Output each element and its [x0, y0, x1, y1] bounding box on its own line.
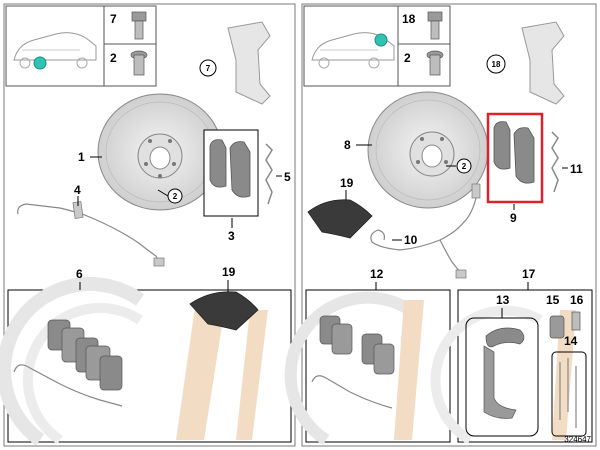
label-1[interactable]: 1: [78, 150, 85, 164]
label-3[interactable]: 3: [228, 229, 235, 243]
right-caliper-carrier[interactable]: [521, 21, 565, 105]
left-grease-packet[interactable]: [189, 291, 259, 331]
label-2-box[interactable]: 2: [110, 51, 117, 65]
label-13[interactable]: 13: [496, 293, 510, 307]
left-pad-set[interactable]: [203, 129, 259, 217]
label-6[interactable]: 6: [76, 267, 83, 281]
kit-pads: [47, 319, 123, 391]
right-car-thumbnail[interactable]: [303, 5, 399, 87]
right-wear-sensor[interactable]: [370, 183, 481, 279]
document-number: 324647: [564, 435, 591, 444]
left-spring-clip[interactable]: [265, 143, 273, 205]
left-car-thumbnail[interactable]: [5, 5, 105, 87]
label-2-disc-right[interactable]: 2: [462, 162, 467, 171]
left-bolt-box: 7 2: [103, 5, 157, 87]
left-wear-sensor[interactable]: [17, 201, 165, 267]
label-7-carrier[interactable]: 7: [206, 64, 211, 73]
label-18-carrier[interactable]: 18: [492, 60, 501, 69]
left-brake-disc[interactable]: [97, 93, 223, 211]
label-7-box[interactable]: 7: [110, 12, 117, 26]
label-9[interactable]: 9: [510, 211, 517, 225]
label-18-box[interactable]: 18: [402, 12, 416, 26]
label-4[interactable]: 4: [74, 183, 81, 197]
right-position-marker: [374, 33, 388, 47]
left-position-marker: [33, 56, 47, 70]
label-8[interactable]: 8: [344, 138, 351, 152]
label-5[interactable]: 5: [284, 170, 291, 184]
screw-icon: [130, 50, 148, 76]
label-15[interactable]: 15: [546, 293, 560, 307]
label-14[interactable]: 14: [564, 334, 578, 348]
right-parking-kit[interactable]: [430, 289, 593, 445]
label-2-box-right[interactable]: 2: [404, 51, 411, 65]
right-panel: 18 2 18 8: [284, 3, 597, 447]
label-19-right[interactable]: 19: [340, 176, 354, 190]
bolt-icon: [131, 11, 147, 40]
screw-icon: [426, 50, 444, 76]
label-16[interactable]: 16: [570, 293, 584, 307]
right-grease-packet[interactable]: [307, 199, 373, 239]
label-17[interactable]: 17: [522, 267, 536, 281]
left-panel: 7 2 7: [0, 3, 296, 447]
label-12[interactable]: 12: [370, 267, 384, 281]
right-pad-set-highlight[interactable]: [486, 112, 544, 204]
bolt-icon: [427, 11, 443, 40]
label-2-disc[interactable]: 2: [173, 192, 178, 201]
kit-pads: [319, 315, 395, 375]
right-brake-disc[interactable]: [367, 91, 489, 209]
right-repair-kit[interactable]: [284, 289, 451, 446]
label-10[interactable]: 10: [404, 233, 418, 247]
brake-shoes: [483, 327, 525, 419]
right-spring-clip[interactable]: [551, 131, 559, 193]
left-caliper-carrier[interactable]: [227, 21, 271, 105]
right-bolt-box: 18 2: [397, 5, 451, 87]
label-11[interactable]: 11: [570, 162, 583, 176]
label-19-left[interactable]: 19: [222, 265, 236, 279]
